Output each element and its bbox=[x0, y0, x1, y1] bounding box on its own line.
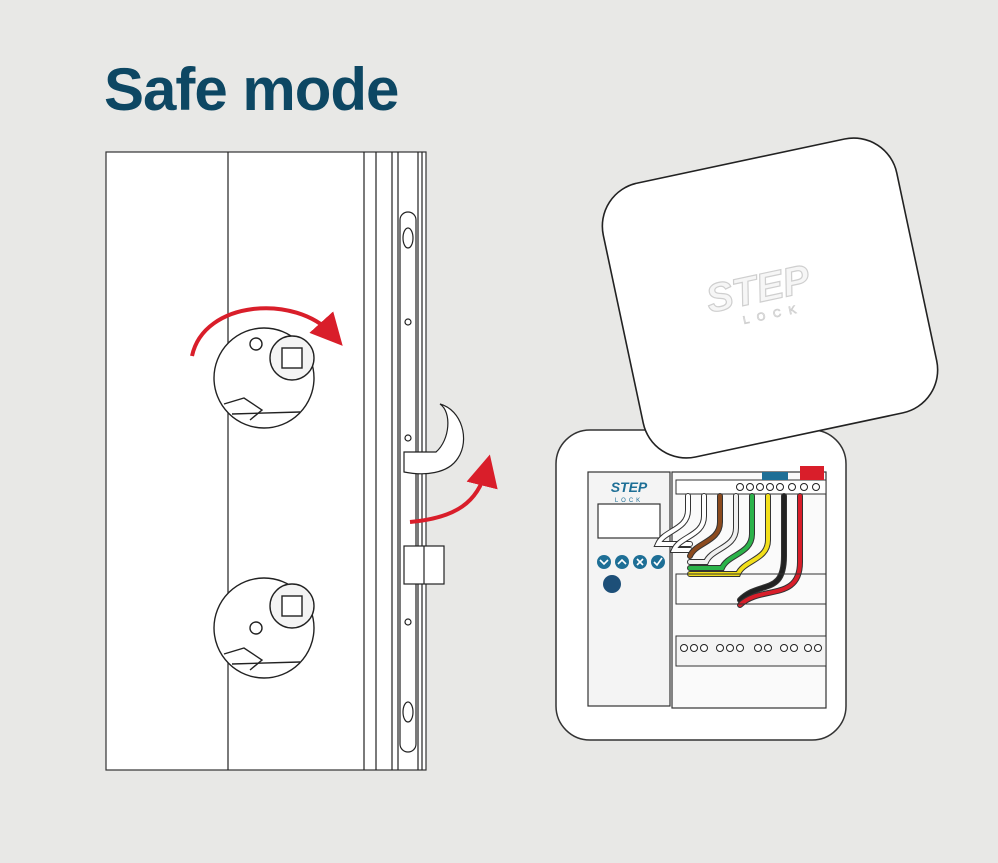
wire bbox=[688, 494, 754, 570]
controller-cover: STEP LOCK bbox=[601, 137, 939, 459]
controller-base: STEP LOCK bbox=[555, 429, 847, 741]
latch-arrow bbox=[409, 454, 498, 524]
cylinder-upper bbox=[213, 327, 315, 429]
controller-logo-sub: LOCK bbox=[615, 498, 643, 504]
rotate-arrow bbox=[190, 306, 343, 357]
controller-display bbox=[597, 503, 661, 539]
door-drawing bbox=[105, 151, 465, 771]
close-icon[interactable] bbox=[633, 555, 647, 569]
wire bbox=[738, 494, 786, 602]
chevron-up-icon[interactable] bbox=[615, 555, 629, 569]
round-button[interactable] bbox=[603, 575, 621, 593]
terminals-top bbox=[736, 483, 820, 491]
wire bbox=[688, 494, 722, 558]
page-title: Safe mode bbox=[104, 56, 399, 123]
wire bbox=[738, 494, 802, 607]
wire bbox=[654, 494, 692, 546]
controller-logo: STEP bbox=[611, 479, 648, 495]
terminals-bottom bbox=[680, 644, 822, 652]
check-icon[interactable] bbox=[651, 555, 665, 569]
wire bbox=[688, 494, 738, 564]
cylinder-lower bbox=[213, 577, 315, 679]
chevron-down-icon[interactable] bbox=[597, 555, 611, 569]
wire bbox=[670, 494, 706, 552]
